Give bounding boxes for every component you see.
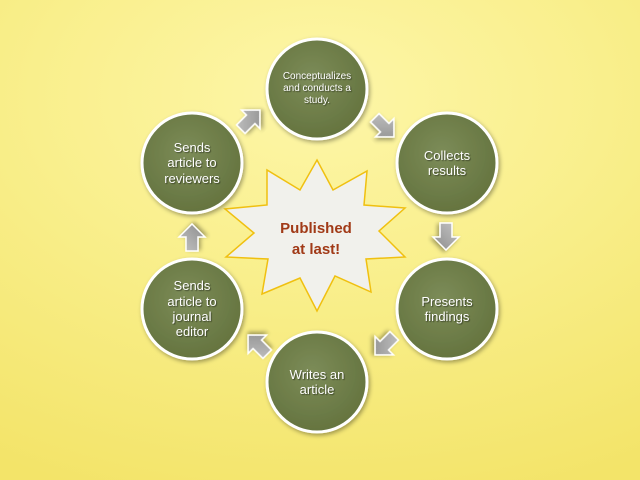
arrow-reviewers-to-conceptualizes	[235, 109, 261, 135]
node-writes-article	[265, 330, 369, 434]
node-collects-results	[395, 111, 499, 215]
arrow-conceptualizes-to-collects	[369, 112, 395, 138]
center-starburst	[223, 158, 407, 313]
node-sends-to-reviewers	[140, 111, 244, 215]
center-label: Published at last!	[255, 210, 377, 268]
arrow-editor-to-reviewers	[177, 222, 207, 252]
node-presents-findings	[395, 257, 499, 361]
arrow-collects-to-presents	[431, 222, 461, 252]
arrow-presents-to-writes	[374, 330, 400, 356]
node-conceptualizes	[265, 37, 369, 141]
center-label-line-1: Published	[280, 220, 352, 237]
arrow-writes-to-editor	[247, 334, 273, 360]
node-sends-to-editor	[140, 257, 244, 361]
center-label-line-2: at last!	[291, 241, 341, 258]
